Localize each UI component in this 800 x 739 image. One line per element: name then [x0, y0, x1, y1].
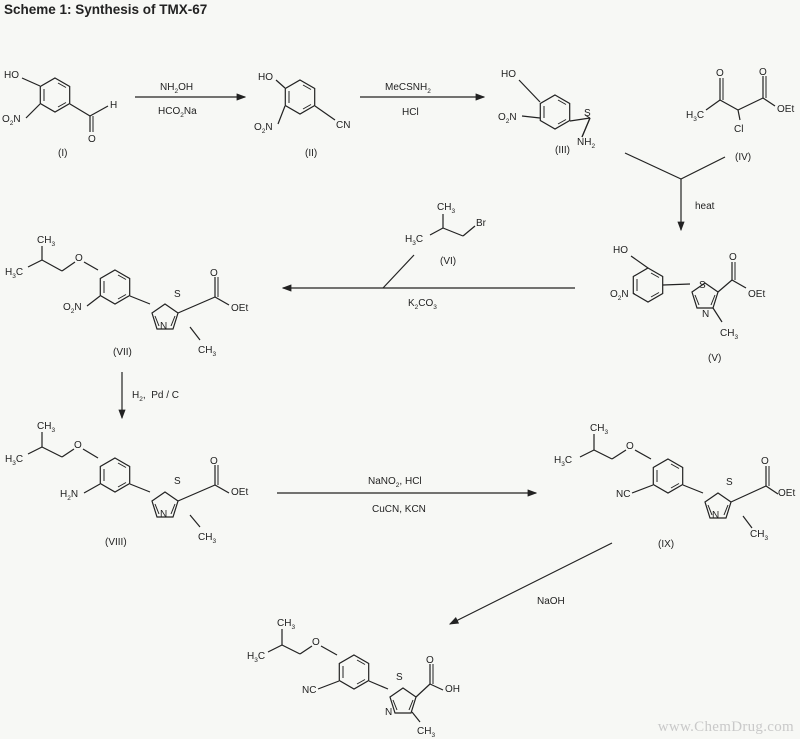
svg-text:H2, Pd / C: H2, Pd / C [132, 390, 179, 403]
svg-text:O: O [761, 456, 769, 467]
svg-text:S: S [726, 477, 733, 488]
compound-IX: CH3 H3C O NC S N O OEt CH3 (IX) [554, 423, 795, 550]
svg-text:O2N: O2N [498, 112, 517, 125]
svg-text:CH3: CH3 [590, 423, 608, 436]
svg-text:H3C: H3C [686, 110, 704, 123]
svg-text:O2N: O2N [254, 122, 273, 135]
svg-text:N: N [160, 509, 167, 520]
svg-text:H3C: H3C [247, 651, 265, 664]
compound-VIII: CH3 H3C O H2N S N O OEt CH3 (VIII) [5, 421, 248, 548]
reaction-arrow-3: heat [624, 152, 726, 232]
compound-X-product: CH3 H3C O NC S N O OH CH3 [247, 618, 460, 739]
svg-text:O: O [312, 637, 320, 648]
svg-text:N: N [702, 309, 709, 320]
svg-text:H3C: H3C [554, 455, 572, 468]
svg-text:CH3: CH3 [437, 202, 455, 215]
svg-text:NaOH: NaOH [537, 596, 565, 607]
svg-text:H3C: H3C [405, 234, 423, 247]
svg-text:H3C: H3C [5, 454, 23, 467]
svg-text:HO: HO [258, 72, 273, 83]
svg-text:OEt: OEt [777, 104, 794, 115]
svg-text:Cl: Cl [734, 124, 743, 135]
svg-text:MeCSNH2: MeCSNH2 [385, 82, 431, 95]
svg-text:OEt: OEt [778, 488, 795, 499]
compound-label-VII: (VII) [113, 347, 132, 358]
svg-text:O: O [210, 456, 218, 467]
svg-text:CH3: CH3 [198, 345, 216, 358]
svg-text:NC: NC [302, 685, 316, 696]
svg-text:O: O [626, 441, 634, 452]
compound-III: HO O2N NH2 (III) [498, 69, 595, 156]
svg-text:O2N: O2N [610, 289, 629, 302]
svg-text:N: N [712, 510, 719, 521]
compound-V: HO O2N S N O OEt CH3 (V) [610, 245, 765, 364]
svg-text:K2CO3: K2CO3 [408, 298, 437, 311]
svg-text:HCO2Na: HCO2Na [158, 106, 197, 119]
reaction-arrow-7: NaOH [448, 542, 613, 625]
compound-label-III: (III) [555, 145, 570, 156]
svg-text:O: O [759, 67, 767, 78]
compound-II: HO O2N CN (II) [254, 72, 350, 159]
svg-text:O: O [716, 68, 724, 79]
svg-text:NaNO2, HCl: NaNO2, HCl [368, 476, 422, 489]
compound-label-I: (I) [58, 148, 67, 159]
svg-text:O: O [75, 253, 83, 264]
compound-label-IV: (IV) [735, 152, 751, 163]
compound-label-VI: (VI) [440, 256, 456, 267]
svg-text:N: N [160, 321, 167, 332]
svg-text:N: N [385, 707, 392, 718]
svg-text:NH2OH: NH2OH [160, 82, 193, 95]
svg-text:CH3: CH3 [720, 328, 738, 341]
svg-text:HO: HO [4, 70, 19, 81]
svg-text:HO: HO [501, 69, 516, 80]
svg-text:S: S [174, 289, 181, 300]
svg-text:OEt: OEt [231, 303, 248, 314]
reaction-arrow-5: H2, Pd / C [118, 372, 179, 420]
scheme-title: Scheme 1: Synthesis of TMX-67 [4, 2, 208, 17]
svg-text:O: O [88, 134, 96, 145]
svg-text:HO: HO [613, 245, 628, 256]
svg-text:CH3: CH3 [417, 726, 435, 739]
svg-text:S: S [396, 672, 403, 683]
svg-text:O2N: O2N [2, 114, 21, 127]
compound-I: HO O2N H O (I) [2, 70, 117, 159]
svg-text:H2N: H2N [60, 489, 78, 502]
reaction-arrow-6: NaNO2, HCl CuCN, KCN [277, 476, 538, 515]
svg-text:S: S [174, 476, 181, 487]
watermark: www.ChemDrug.com [657, 719, 794, 735]
svg-text:H3C: H3C [5, 267, 23, 280]
svg-text:NC: NC [616, 489, 630, 500]
compound-IV: H3C O Cl O OEt (IV) [686, 67, 794, 163]
svg-text:Br: Br [476, 218, 487, 229]
svg-text:CH3: CH3 [277, 618, 295, 631]
compound-label-V: (V) [708, 353, 721, 364]
svg-text:S: S [699, 280, 706, 291]
svg-text:HCl: HCl [402, 107, 419, 118]
svg-text:H: H [110, 100, 117, 111]
svg-text:CH3: CH3 [37, 235, 55, 248]
svg-text:O: O [210, 268, 218, 279]
svg-text:OH: OH [445, 684, 460, 695]
compound-VI: CH3 H3C Br (VI) [405, 202, 487, 267]
svg-text:O: O [729, 252, 737, 263]
svg-text:O: O [426, 655, 434, 666]
compound-VII: CH3 H3C O O2N S N O OEt CH3 (VII) [5, 235, 248, 358]
svg-text:CN: CN [336, 120, 350, 131]
svg-text:O2N: O2N [63, 302, 82, 315]
svg-text:OEt: OEt [231, 487, 248, 498]
svg-text:CH3: CH3 [37, 421, 55, 434]
svg-text:OEt: OEt [748, 289, 765, 300]
svg-text:CuCN, KCN: CuCN, KCN [372, 504, 426, 515]
svg-text:CH3: CH3 [750, 529, 768, 542]
svg-text:S: S [584, 108, 591, 119]
compound-label-II: (II) [305, 148, 317, 159]
compound-label-IX: (IX) [658, 539, 674, 550]
compound-label-VIII: (VIII) [105, 537, 127, 548]
svg-text:CH3: CH3 [198, 532, 216, 545]
svg-text:NH2: NH2 [577, 137, 595, 150]
svg-text:O: O [74, 440, 82, 451]
svg-text:heat: heat [695, 201, 715, 212]
reaction-arrow-4: K2CO3 [281, 254, 575, 311]
